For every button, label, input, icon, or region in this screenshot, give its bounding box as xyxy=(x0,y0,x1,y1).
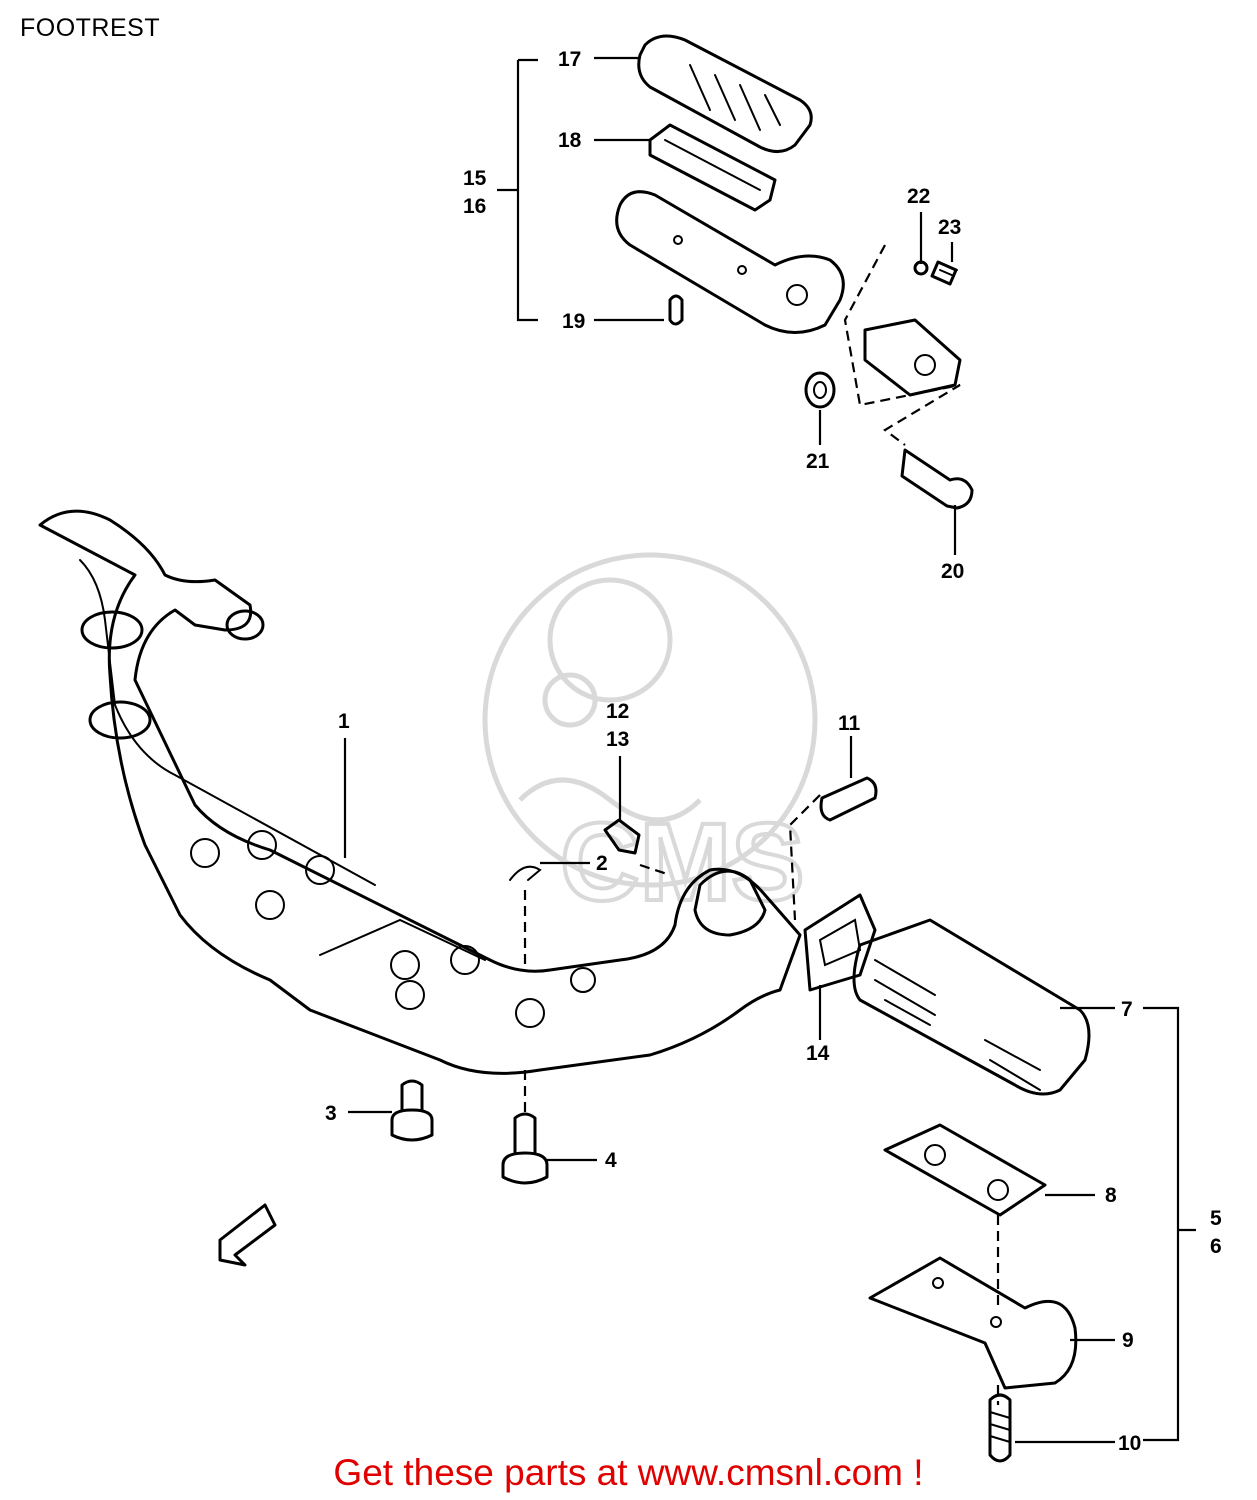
callout-5: 5 xyxy=(1210,1207,1222,1230)
watermark-logo: CMS xyxy=(482,552,818,926)
callout-16: 16 xyxy=(463,195,486,218)
callout-1: 1 xyxy=(338,710,350,733)
callout-2: 2 xyxy=(596,852,608,875)
watermark-text: CMS xyxy=(560,801,804,924)
callout-14: 14 xyxy=(806,1042,830,1065)
callout-22: 22 xyxy=(907,185,930,208)
callout-8: 8 xyxy=(1105,1184,1117,1207)
callout-11: 11 xyxy=(838,712,861,735)
part-17-footrest-rubber xyxy=(637,34,813,153)
part-23-spring xyxy=(930,260,958,286)
callout-19: 19 xyxy=(562,310,585,333)
part-12-bolt xyxy=(603,818,641,855)
part-3-bolt xyxy=(390,1079,434,1142)
part-10-bolt xyxy=(988,1393,1012,1463)
part-1-footrest-bracket xyxy=(38,509,802,1075)
callout-7: 7 xyxy=(1121,998,1133,1021)
part-9-footrest-bar xyxy=(868,1256,1078,1390)
part-2-cotter-pin xyxy=(509,865,542,881)
part-4-bolt xyxy=(501,1112,549,1185)
page-title: FOOTREST xyxy=(20,14,161,42)
part-18-plate xyxy=(648,123,777,212)
callout-9: 9 xyxy=(1122,1329,1134,1352)
callout-15: 15 xyxy=(463,167,487,190)
callout-6: 6 xyxy=(1210,1235,1222,1258)
callout-13: 13 xyxy=(606,728,629,751)
front-direction-arrow-icon xyxy=(218,1203,277,1267)
callout-20: 20 xyxy=(941,560,964,583)
part-8-plate xyxy=(883,1123,1047,1217)
callout-17: 17 xyxy=(558,48,581,71)
part-7-footrest-rubber xyxy=(852,918,1091,1096)
part-15-footrest-bar xyxy=(615,190,845,334)
callout-4: 4 xyxy=(605,1149,617,1172)
callout-23: 23 xyxy=(938,216,961,239)
callout-10: 10 xyxy=(1118,1432,1141,1455)
footer-cmsnl-link[interactable]: Get these parts at www.cmsnl.com ! xyxy=(333,1452,924,1493)
callout-21: 21 xyxy=(806,450,830,473)
upper-footrest-bracket xyxy=(863,318,962,397)
part-20-pivot-bolt xyxy=(900,448,974,510)
callout-18: 18 xyxy=(558,129,582,152)
part-19-pin xyxy=(668,294,684,326)
callout-3: 3 xyxy=(325,1102,337,1125)
part-21-washer xyxy=(804,371,836,409)
callout-12: 12 xyxy=(606,700,629,723)
part-11-pin xyxy=(819,776,878,822)
